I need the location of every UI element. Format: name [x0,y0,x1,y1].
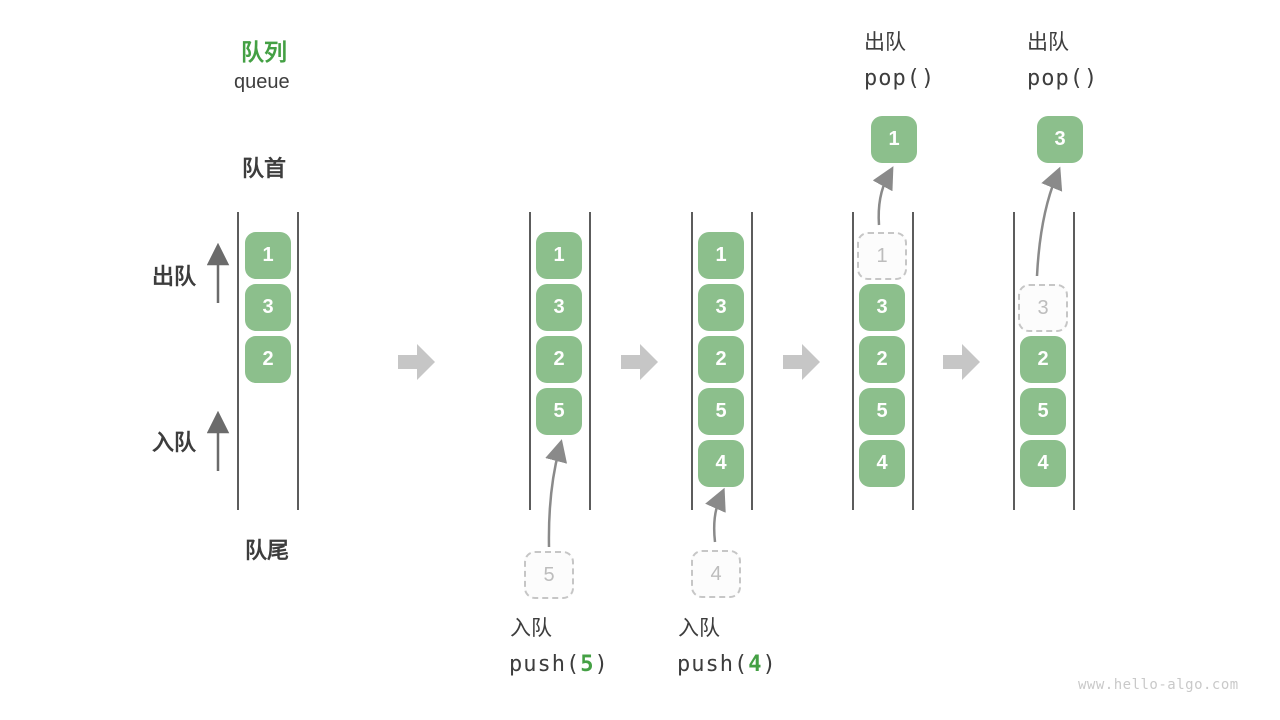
queue-wall [529,212,531,510]
queue-wall [589,212,591,510]
queue-box: 4 [859,440,905,487]
label-queue-front: 队首 [242,156,287,181]
push5-arrow-icon [545,439,568,548]
queue-box: 2 [245,336,291,383]
diagram-title-en: queue [234,71,290,93]
op-label-enqueue-1: 入队 [510,617,552,640]
queue-wall [297,212,299,510]
label-dequeue-left: 出队 [152,264,197,289]
queue-box: 3 [859,284,905,331]
watermark: www.hello-algo.com [1078,677,1239,693]
queue-box: 1 [698,232,744,279]
queue-box: 2 [859,336,905,383]
code-text: ) [594,652,609,677]
popped-value-box: 3 [1037,116,1083,163]
code-text: push( [509,652,581,677]
queue-box: 5 [859,388,905,435]
queue-box: 1 [245,232,291,279]
op-code-push4: push(4) [677,652,777,677]
op-code-pop2: pop() [1027,66,1099,91]
queue-wall [852,212,854,510]
op-code-pop1: pop() [864,66,936,91]
label-enqueue-left: 入队 [152,430,197,455]
op-code-push5: push(5) [509,652,609,677]
label-queue-rear: 队尾 [245,538,290,563]
queue-box: 3 [698,284,744,331]
code-arg: 4 [748,652,763,677]
code-text: ) [762,652,777,677]
incoming-ghost-box: 5 [524,551,574,599]
queue-box: 5 [1020,388,1066,435]
queue-box: 2 [698,336,744,383]
queue-box: 4 [698,440,744,487]
queue-box: 3 [245,284,291,331]
op-label-dequeue-2: 出队 [1027,31,1069,54]
queue-wall [1073,212,1075,510]
popped-ghost-slot: 1 [857,232,907,280]
push4-arrow-icon [705,487,726,543]
popped-ghost-slot: 3 [1018,284,1068,332]
queue-wall [237,212,239,510]
queue-box: 5 [698,388,744,435]
pop1-arrow-icon [872,166,894,226]
queue-box: 3 [536,284,582,331]
queue-wall [912,212,914,510]
step-arrow-icon [783,344,820,380]
queue-box: 2 [1020,336,1066,383]
op-label-dequeue-1: 出队 [864,31,906,54]
op-label-enqueue-2: 入队 [678,617,720,640]
queue-box: 5 [536,388,582,435]
step-arrow-icon [943,344,980,380]
pop3-arrow-icon [1035,166,1063,277]
queue-wall [751,212,753,510]
diagram-title-zh: 队列 [241,39,287,65]
queue-wall [1013,212,1015,510]
code-text: push( [677,652,749,677]
queue-box: 4 [1020,440,1066,487]
queue-wall [691,212,693,510]
incoming-ghost-box: 4 [691,550,741,598]
queue-box: 2 [536,336,582,383]
step-arrow-icon [398,344,435,380]
popped-value-box: 1 [871,116,917,163]
queue-box: 1 [536,232,582,279]
step-arrow-icon [621,344,658,380]
code-arg: 5 [580,652,595,677]
